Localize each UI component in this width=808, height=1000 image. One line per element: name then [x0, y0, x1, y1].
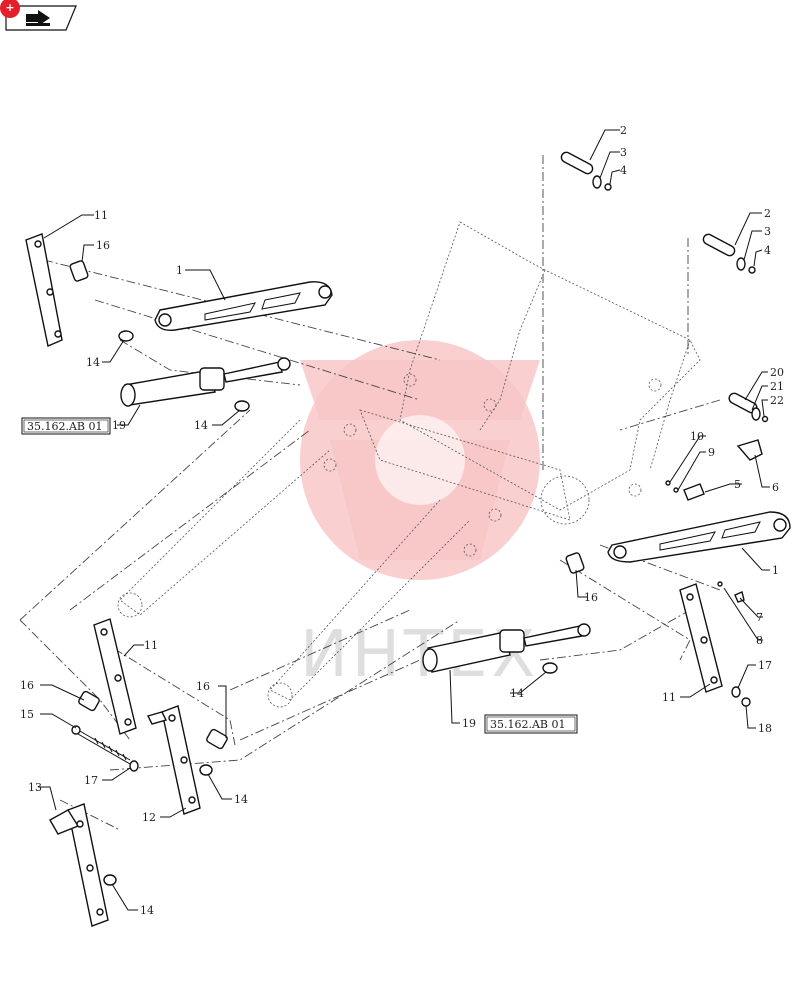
callout-11-top: 11 [94, 209, 108, 222]
reference-box-right[interactable]: 35.162.AB 01 [484, 714, 578, 734]
reference-label-right[interactable]: 35.162.AB 01 [490, 718, 566, 731]
reference-label-left[interactable]: 35.162.AB 01 [27, 420, 103, 433]
small-fasteners [665, 439, 763, 603]
callout-16-c: 16 [196, 680, 210, 693]
callout-4-upper: 4 [620, 164, 627, 177]
callout-13: 13 [28, 781, 42, 794]
add-badge[interactable]: + [0, 0, 20, 18]
hydraulic-cylinder-right [422, 623, 591, 673]
callout-16-b: 16 [20, 679, 34, 692]
callout-11-mid: 11 [144, 639, 158, 652]
hydraulic-cylinder-left [120, 357, 291, 407]
callout-11-right: 11 [662, 691, 676, 704]
bushings-spacers [69, 260, 751, 886]
callout-17-left: 17 [84, 774, 98, 787]
callout-18: 18 [758, 722, 772, 735]
callout-22: 22 [770, 394, 784, 407]
callout-2-lower: 2 [764, 207, 771, 220]
callout-2-upper: 2 [620, 124, 627, 137]
callout-7: 7 [756, 611, 763, 624]
link-arm-lower [607, 511, 791, 563]
callout-20: 20 [770, 366, 784, 379]
callout-17-right: 17 [758, 659, 772, 672]
assembly-guide-lines [19, 155, 721, 831]
callout-16-d: 16 [584, 591, 598, 604]
callout-14-a: 14 [86, 356, 100, 369]
callout-14-e: 14 [510, 687, 524, 700]
callout-16-a: 16 [96, 239, 110, 252]
callout-3-upper: 3 [620, 146, 627, 159]
callout-3-lower: 3 [764, 225, 771, 238]
callout-9: 9 [708, 446, 715, 459]
callout-1-upper: 1 [176, 264, 183, 277]
callout-14-b: 14 [194, 419, 208, 432]
link-arm-upper [154, 281, 333, 331]
pin-set-upper [560, 151, 769, 423]
callout-5: 5 [734, 478, 741, 491]
callout-6: 6 [772, 481, 779, 494]
loader-frame [117, 221, 701, 708]
callout-numbers: 1 1 2 2 3 3 4 4 5 6 7 8 9 10 11 11 11 12… [20, 124, 784, 917]
callout-14-c: 14 [234, 793, 248, 806]
reference-box-left[interactable]: 35.162.AB 01 [21, 417, 111, 435]
callout-10: 10 [690, 430, 704, 443]
bracket-plates [25, 233, 723, 927]
callout-leaders [38, 129, 770, 911]
callout-19-left: 19 [112, 419, 126, 432]
watermark-logo [300, 340, 540, 580]
callout-8: 8 [756, 634, 763, 647]
callout-19-right: 19 [462, 717, 476, 730]
callout-4-lower: 4 [764, 244, 771, 257]
callout-12: 12 [142, 811, 156, 824]
callout-15: 15 [20, 708, 34, 721]
callout-14-d: 14 [140, 904, 154, 917]
bolt [71, 725, 131, 765]
back-nav-tab[interactable]: + [0, 0, 78, 32]
back-arrow-icon [5, 5, 77, 31]
callout-1-lower: 1 [772, 564, 779, 577]
callout-21: 21 [770, 380, 784, 393]
